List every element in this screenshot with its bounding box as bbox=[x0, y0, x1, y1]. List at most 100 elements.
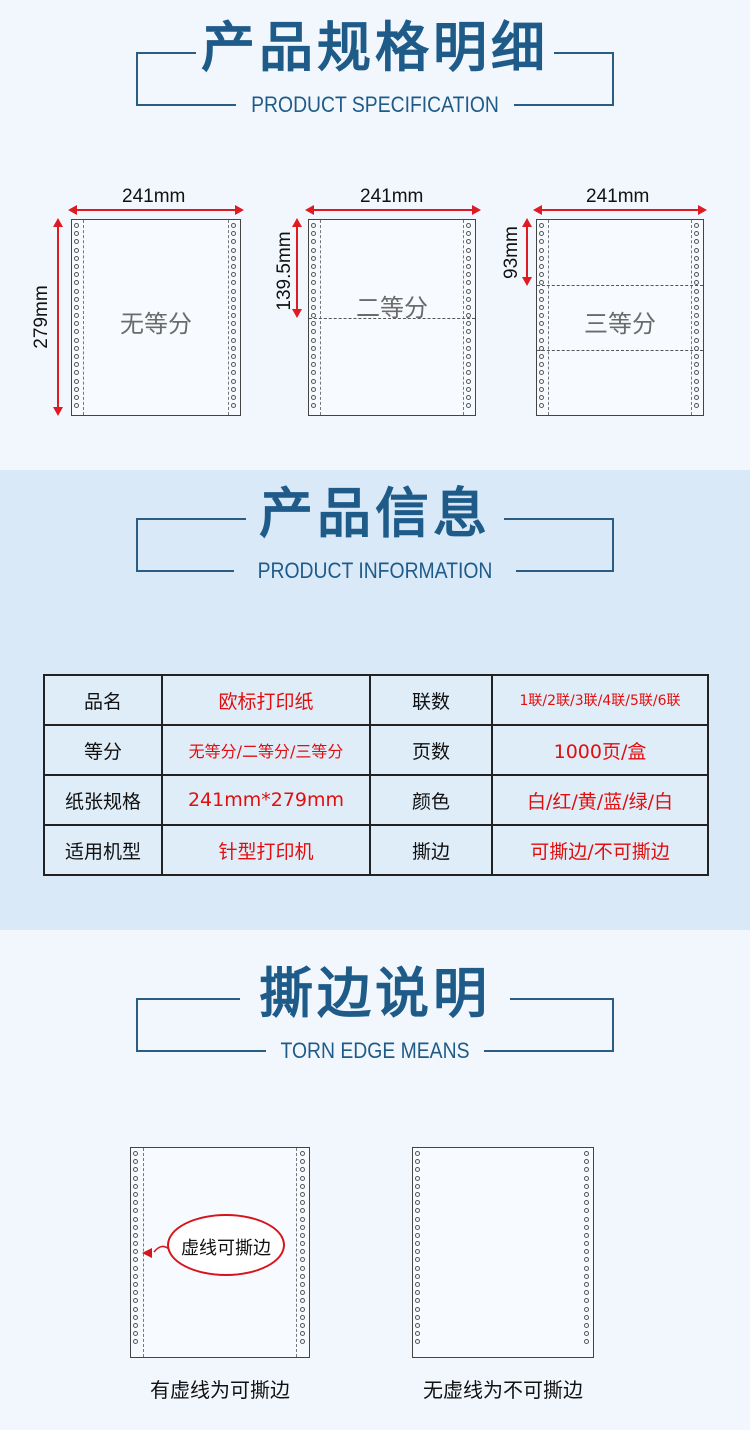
sprocket-hole bbox=[133, 1232, 138, 1238]
sprocket-hole bbox=[311, 263, 316, 269]
sprocket-hole bbox=[133, 1257, 138, 1263]
sprocket-hole bbox=[300, 1208, 305, 1214]
paper1-height-label: 279mm bbox=[31, 285, 52, 349]
sprocket-hole bbox=[694, 272, 699, 278]
sprocket-hole bbox=[311, 288, 316, 294]
sprocket-hole bbox=[231, 354, 236, 359]
paper3-width-label: 241mm bbox=[586, 186, 650, 207]
sprocket-hole bbox=[584, 1208, 589, 1214]
sprocket-hole bbox=[694, 296, 699, 302]
sprocket-hole bbox=[300, 1151, 305, 1156]
sprocket-hole bbox=[133, 1167, 138, 1173]
sprocket-hole bbox=[74, 296, 79, 302]
sprocket-hole bbox=[694, 362, 699, 368]
sprocket-hole bbox=[311, 272, 316, 278]
sprocket-hole bbox=[539, 239, 544, 245]
paper1-height-arrow bbox=[53, 218, 63, 416]
sprocket-hole bbox=[584, 1249, 589, 1255]
table-cell-label: 品名 bbox=[43, 674, 163, 726]
sprocket-hole bbox=[584, 1257, 589, 1263]
table-cell-label: 纸张规格 bbox=[43, 774, 163, 826]
paper2-width-arrow bbox=[305, 205, 481, 215]
torn-section: 撕边说明 TORN EDGE MEANS 虚线可撕边 有虚线为可撕边 无虚线为不… bbox=[0, 930, 750, 1430]
sprocket-hole bbox=[694, 223, 699, 228]
table-cell-value: 1000页/盒 bbox=[491, 724, 709, 776]
sprocket-hole bbox=[300, 1167, 305, 1173]
sprocket-hole bbox=[133, 1175, 138, 1181]
table-row: 纸张规格 241mm*279mm 颜色 白/红/黄/蓝/绿/白 bbox=[43, 774, 709, 826]
sprocket-hole bbox=[133, 1191, 138, 1197]
sprocket-hole bbox=[311, 239, 316, 245]
sprocket-hole bbox=[231, 288, 236, 294]
sprocket-hole bbox=[74, 378, 79, 384]
sprocket-hole bbox=[539, 263, 544, 269]
sprocket-hole bbox=[415, 1224, 420, 1230]
sprocket-hole bbox=[415, 1159, 420, 1165]
sprocket-hole bbox=[466, 313, 471, 319]
sprocket-hole bbox=[311, 354, 316, 359]
sprocket-hole bbox=[694, 337, 699, 343]
callout-bubble: 虚线可撕边 bbox=[167, 1214, 285, 1276]
sprocket-hole bbox=[694, 255, 699, 261]
non-tearable-paper bbox=[412, 1147, 594, 1358]
sprocket-hole bbox=[300, 1216, 305, 1222]
sprocket-hole bbox=[133, 1339, 138, 1345]
sprocket-hole bbox=[415, 1298, 420, 1304]
sprocket-hole bbox=[466, 386, 471, 392]
paper2-label: 二等分 bbox=[356, 294, 428, 322]
sprocket-hole bbox=[466, 272, 471, 278]
caption-non-tearable: 无虚线为不可撕边 bbox=[423, 1378, 583, 1402]
sprocket-hole bbox=[133, 1290, 138, 1296]
table-cell-label: 页数 bbox=[369, 724, 493, 776]
sprocket-hole bbox=[694, 329, 699, 335]
sprocket-hole bbox=[584, 1331, 589, 1337]
sprocket-hole bbox=[133, 1265, 138, 1271]
spec-title: 产品规格明细 bbox=[201, 16, 549, 79]
sprocket-hole bbox=[694, 354, 699, 359]
sprocket-hole bbox=[74, 263, 79, 269]
sprocket-hole bbox=[311, 362, 316, 368]
sprocket-hole bbox=[133, 1331, 138, 1337]
sprocket-hole bbox=[539, 370, 544, 376]
sprocket-hole bbox=[311, 345, 316, 351]
table-cell-value: 白/红/黄/蓝/绿/白 bbox=[491, 774, 709, 826]
sprocket-hole bbox=[311, 337, 316, 343]
table-cell-label: 撕边 bbox=[369, 824, 493, 876]
sprocket-hole bbox=[300, 1200, 305, 1206]
paper3-width-arrow bbox=[533, 205, 707, 215]
sprocket-hole bbox=[74, 239, 79, 245]
sprocket-hole bbox=[694, 403, 699, 409]
sprocket-hole bbox=[694, 321, 699, 327]
table-row: 品名 欧标打印纸 联数 1联/2联/3联/4联/5联/6联 bbox=[43, 674, 709, 726]
paper3-height-arrow bbox=[522, 218, 532, 286]
sprocket-hole bbox=[584, 1216, 589, 1222]
sprocket-hole bbox=[300, 1282, 305, 1287]
sprocket-hole bbox=[311, 403, 316, 409]
sprocket-hole bbox=[311, 231, 316, 237]
sprocket-hole bbox=[415, 1273, 420, 1279]
sprocket-hole bbox=[231, 386, 236, 392]
sprocket-hole bbox=[466, 354, 471, 359]
table-cell-value: 针型打印机 bbox=[161, 824, 371, 876]
torn-header: 撕边说明 TORN EDGE MEANS bbox=[136, 964, 614, 1063]
info-table: 品名 欧标打印纸 联数 1联/2联/3联/4联/5联/6联 等分 无等分/二等分… bbox=[43, 674, 709, 876]
sprocket-hole bbox=[539, 272, 544, 278]
sprocket-hole bbox=[311, 378, 316, 384]
paper1-holes-right bbox=[231, 223, 238, 412]
paper1-width-arrow bbox=[68, 205, 244, 215]
sprocket-hole bbox=[415, 1151, 420, 1156]
sprocket-hole bbox=[300, 1322, 305, 1328]
sprocket-hole bbox=[133, 1282, 138, 1287]
sprocket-hole bbox=[300, 1331, 305, 1337]
sprocket-hole bbox=[133, 1216, 138, 1222]
sprocket-hole bbox=[74, 247, 79, 253]
sprocket-hole bbox=[311, 280, 316, 286]
sprocket-hole bbox=[231, 255, 236, 261]
sprocket-hole bbox=[311, 255, 316, 261]
sprocket-hole bbox=[694, 231, 699, 237]
sprocket-hole bbox=[231, 329, 236, 335]
sprocket-hole bbox=[415, 1339, 420, 1345]
paper2-holes-right bbox=[466, 223, 473, 412]
sprocket-hole bbox=[133, 1314, 138, 1320]
sprocket-hole bbox=[584, 1224, 589, 1230]
